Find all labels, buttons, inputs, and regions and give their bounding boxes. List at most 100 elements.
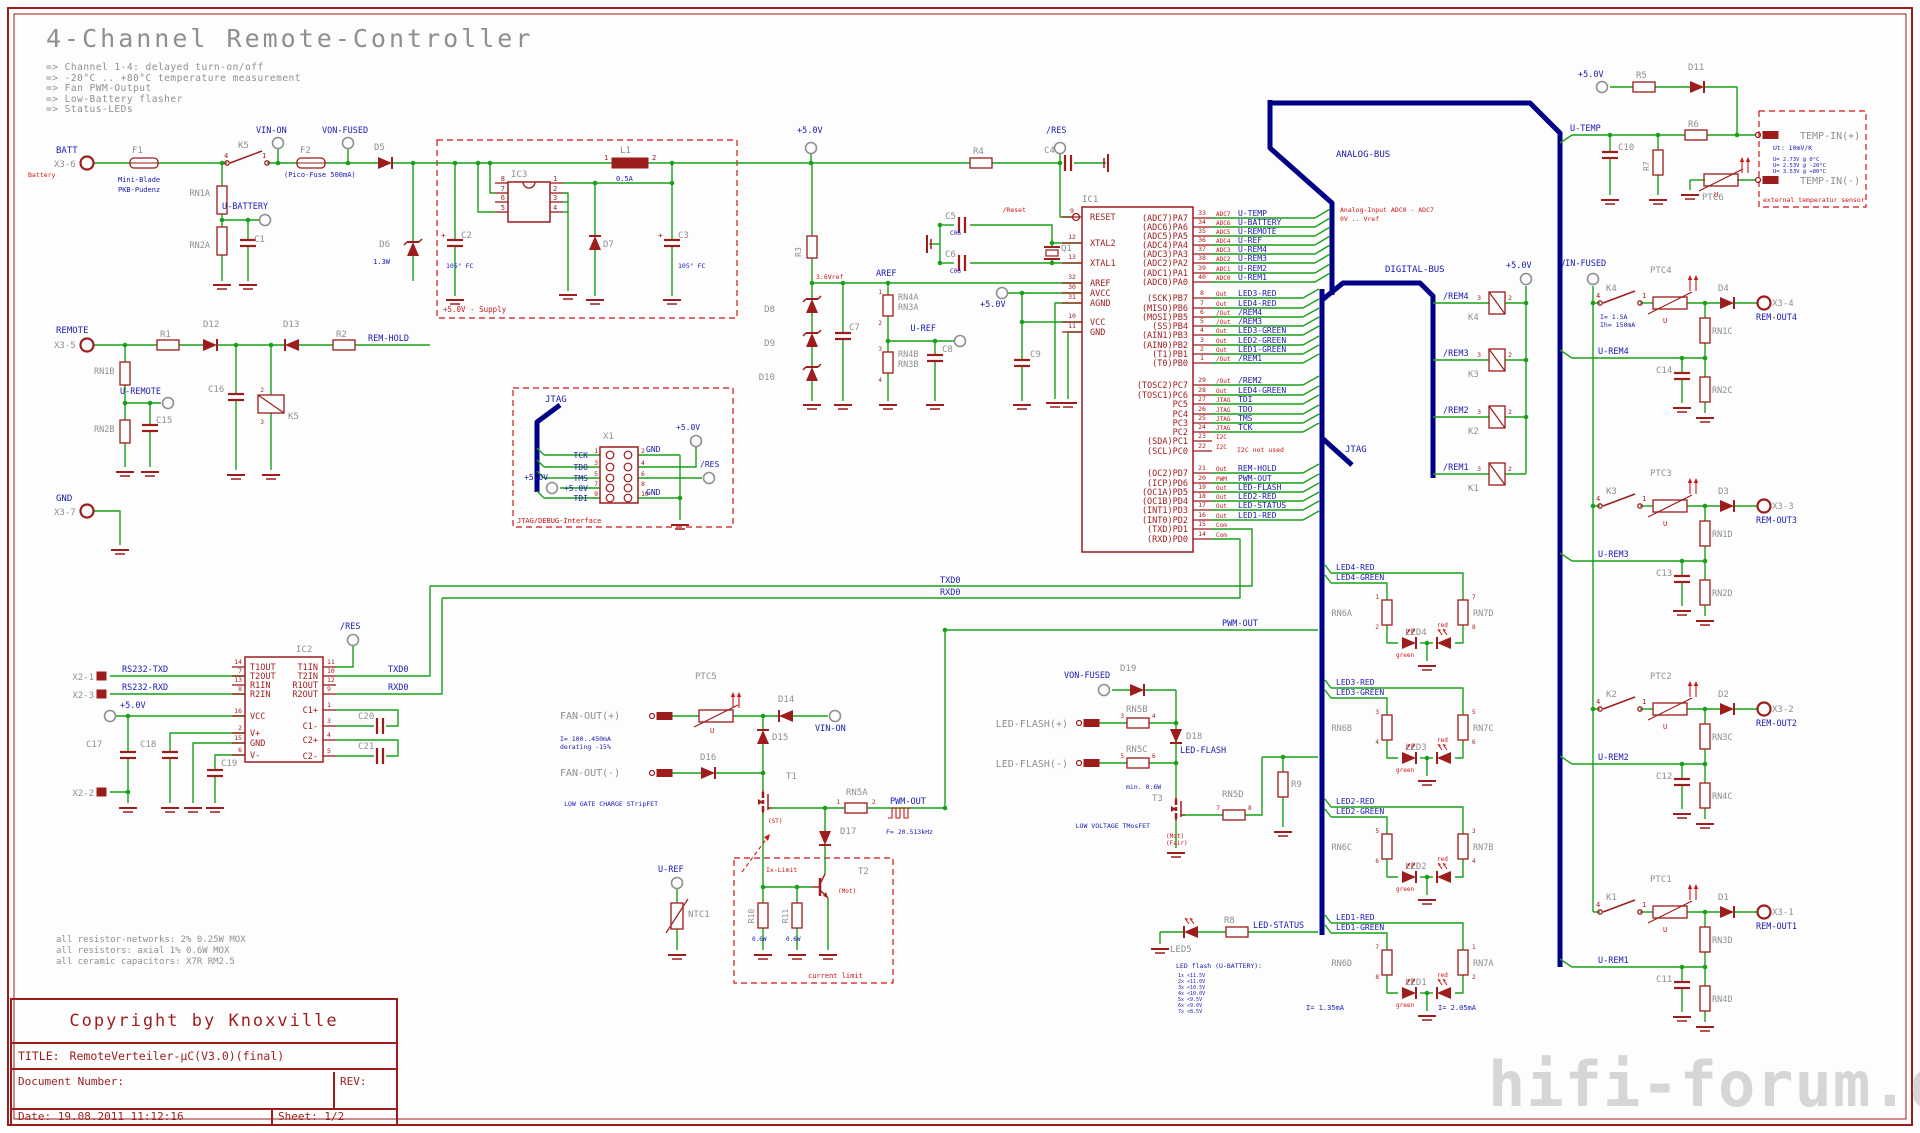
label: (SCK)PB7: [1147, 294, 1188, 304]
label: K2: [1468, 427, 1479, 437]
drawing-note: => Status-LEDs: [46, 104, 134, 115]
junction: [1702, 706, 1708, 712]
label: (Pico-Fuse 500mA): [284, 171, 356, 179]
label: 14: [1198, 530, 1206, 538]
switch-icon: [1597, 909, 1603, 915]
label: 0V .. Vref: [1340, 215, 1379, 223]
label: 14: [234, 658, 242, 666]
label: C10: [1618, 143, 1634, 153]
wire: [1302, 482, 1320, 493]
label: Out: [1216, 466, 1227, 473]
label: (T0)PB0: [1152, 359, 1188, 369]
label: VIN-ON: [256, 126, 287, 136]
wire: [638, 447, 697, 468]
wire: [1331, 816, 1388, 834]
label: 2: [1508, 465, 1512, 473]
label: D15: [772, 733, 788, 743]
label: C9: [1030, 350, 1041, 360]
label: U-BATTERY: [222, 202, 268, 212]
wire: [1302, 510, 1320, 521]
bus: [1320, 436, 1354, 467]
header-pin: [623, 462, 633, 472]
resistor: [1684, 129, 1708, 141]
label: LED2-GREEN: [1238, 336, 1286, 345]
junction: [1734, 132, 1740, 138]
junction: [1019, 290, 1025, 296]
label: 39: [1198, 264, 1206, 272]
wire: [536, 470, 545, 479]
wire: [336, 709, 399, 727]
resistor: [882, 294, 894, 317]
terminal: [995, 286, 1009, 300]
label: TDO: [574, 463, 589, 472]
wire: [1324, 679, 1332, 689]
junction: [942, 627, 948, 633]
junction: [452, 160, 458, 166]
label: 1: [1642, 901, 1646, 909]
label: PC5: [1173, 400, 1188, 410]
label: 9: [327, 685, 331, 693]
zener-diode-icon: [403, 241, 408, 246]
label: RN5C: [1126, 745, 1148, 755]
ground-icon: [926, 235, 932, 253]
label: 10: [1068, 312, 1076, 320]
label: U-REM1: [1238, 273, 1267, 282]
label: 25: [1198, 414, 1206, 422]
label: RS232-TXD: [122, 665, 168, 675]
wire: [1314, 244, 1331, 255]
temperature-arrow-icon: [1687, 681, 1693, 686]
junction: [487, 160, 493, 166]
wire: [1331, 572, 1464, 600]
label: LOW GATE CHARGE STripFET: [564, 800, 658, 808]
temperature-arrow-icon: [1693, 478, 1699, 483]
drawing-header: 4-Channel Remote-Controller => Channel 1…: [46, 24, 533, 116]
label: LED2-GREEN: [1336, 807, 1384, 816]
label: PTC1: [1650, 875, 1672, 885]
resistor: [1457, 949, 1469, 976]
label: (SS)PB4: [1152, 322, 1188, 332]
ferrite-bead-icon: [1083, 719, 1100, 727]
title-block-title-row: TITLE: RemoteVerteiler-µC(V3.0)(final): [12, 1044, 396, 1070]
ground-icon: [754, 954, 772, 960]
label: 11: [1068, 322, 1076, 330]
junction: [1702, 909, 1708, 915]
label: red: [1437, 622, 1448, 629]
junction: [268, 342, 274, 348]
sheet-label: Sheet: 1/2: [271, 1110, 396, 1124]
label: LED4-RED: [1336, 563, 1375, 572]
label: 1x <11.5V: [1178, 973, 1205, 979]
junction: [275, 160, 281, 166]
label: L1: [620, 146, 631, 156]
wire: [1302, 394, 1320, 405]
wire: [1331, 582, 1388, 600]
label: TCK: [1238, 423, 1253, 432]
resistor: [1457, 833, 1469, 860]
connector-plug: [96, 671, 107, 681]
label: RN3A: [898, 303, 918, 313]
label: +5.0V: [564, 484, 588, 493]
ground-icon: [1418, 899, 1436, 905]
label: R9: [1291, 780, 1302, 790]
diode-icon: [819, 831, 831, 845]
diode-icon: [1720, 297, 1734, 309]
label: 7x <8.5V: [1178, 1009, 1202, 1015]
terminal: [258, 213, 272, 227]
junction: [233, 342, 239, 348]
ground-icon: [1151, 948, 1169, 954]
label: X2-1: [72, 673, 94, 683]
resistor: [1699, 926, 1711, 953]
wire: [536, 459, 545, 468]
junction: [410, 160, 416, 166]
label: 1: [262, 152, 266, 160]
label: LED1-RED: [1238, 511, 1277, 520]
terminal: [689, 434, 703, 448]
wire: [336, 739, 399, 757]
label: F= 20.513kHz: [886, 828, 933, 836]
label: ADC1: [1216, 266, 1231, 273]
label: D12: [203, 320, 219, 330]
label: 0.6W: [786, 936, 801, 943]
wire: [536, 447, 545, 456]
zener-diode-icon: [817, 295, 822, 300]
label: 4: [1375, 739, 1379, 746]
ptc-resistor: [1652, 905, 1688, 919]
